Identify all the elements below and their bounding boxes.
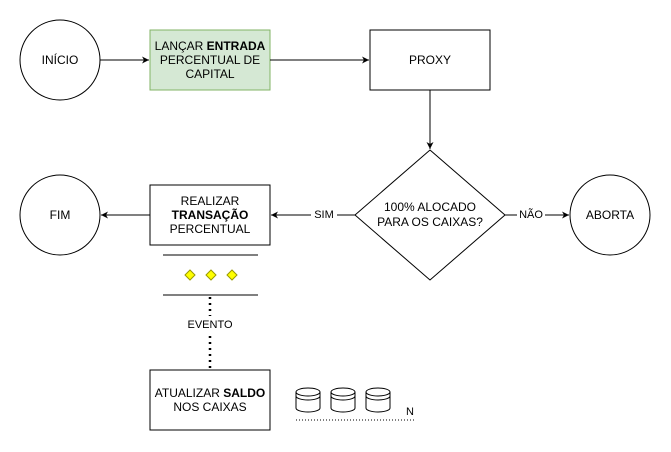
decision-node[interactable]: 100% ALOCADO PARA OS CAIXAS? bbox=[354, 149, 506, 281]
realizar-line3: PERCENTUAL bbox=[170, 222, 251, 236]
realizar-transacao-node[interactable]: REALIZAR TRANSAÇÃO PERCENTUAL bbox=[149, 184, 271, 246]
aborta-label: ABORTA bbox=[586, 208, 634, 222]
decision-line2: PARA OS CAIXAS? bbox=[377, 215, 483, 229]
fim-label: FIM bbox=[50, 208, 71, 222]
inicio-label: INÍCIO bbox=[42, 52, 79, 67]
edge-label-nao: NÃO bbox=[519, 208, 543, 221]
realizar-line2: TRANSAÇÃO bbox=[172, 207, 249, 222]
inicio-node[interactable]: INÍCIO bbox=[19, 19, 101, 101]
lancar-entrada-node[interactable]: LANÇAR ENTRADA PERCENTUAL DE CAPITAL bbox=[149, 29, 271, 91]
lancar-entrada-box bbox=[149, 29, 271, 91]
edge-label-sim: SIM bbox=[314, 209, 334, 221]
aborta-node[interactable]: ABORTA bbox=[569, 174, 651, 256]
lancar-entrada-line2: PERCENTUAL DE bbox=[160, 53, 260, 67]
atualizar-line1: ATUALIZAR SALDO bbox=[155, 386, 265, 400]
database-icon bbox=[365, 387, 391, 413]
decision-line1: 100% ALOCADO bbox=[384, 200, 476, 214]
event-diamond-1 bbox=[184, 269, 196, 281]
atualizar-saldo-node[interactable]: ATUALIZAR SALDO NOS CAIXAS bbox=[149, 369, 271, 431]
storage-count-label: N bbox=[406, 406, 414, 418]
edge-label-evento: EVENTO bbox=[187, 319, 232, 331]
database-icon bbox=[330, 387, 356, 413]
caixa-storage-group: N bbox=[295, 387, 414, 421]
proxy-label: PROXY bbox=[409, 53, 451, 67]
lancar-entrada-line1: LANÇAR ENTRADA bbox=[155, 39, 266, 53]
proxy-node[interactable]: PROXY bbox=[369, 29, 491, 91]
sim-label-bg bbox=[311, 207, 337, 221]
lancar-entrada-line3: CAPITAL bbox=[185, 67, 234, 81]
event-diamond-3 bbox=[226, 269, 238, 281]
nao-label-bg bbox=[517, 207, 545, 221]
database-icon bbox=[295, 387, 321, 413]
realizar-line1: REALIZAR bbox=[181, 194, 240, 208]
atualizar-line2: NOS CAIXAS bbox=[173, 400, 246, 414]
fim-node[interactable]: FIM bbox=[19, 174, 101, 256]
event-queue bbox=[163, 254, 258, 296]
event-diamond-2 bbox=[205, 269, 217, 281]
